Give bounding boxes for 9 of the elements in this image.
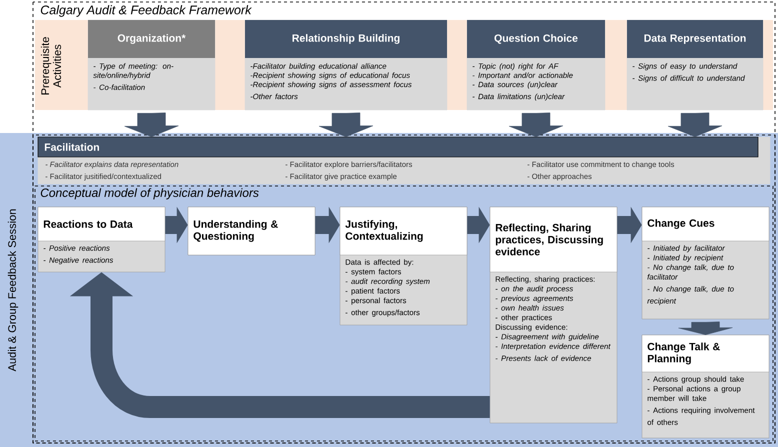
title: Calgary Audit & Feedback Framework	[40, 5, 252, 17]
process-box: Understanding & Questioning	[188, 206, 316, 256]
block-arrow	[508, 112, 564, 137]
block-arrow	[668, 112, 722, 137]
side-label: Prerequisite Activities	[40, 37, 62, 94]
block-arrow	[678, 322, 733, 335]
block-arrow	[124, 112, 179, 137]
side-label: Audit & Group Feedback Session	[8, 209, 18, 372]
block-arrow	[318, 112, 374, 137]
